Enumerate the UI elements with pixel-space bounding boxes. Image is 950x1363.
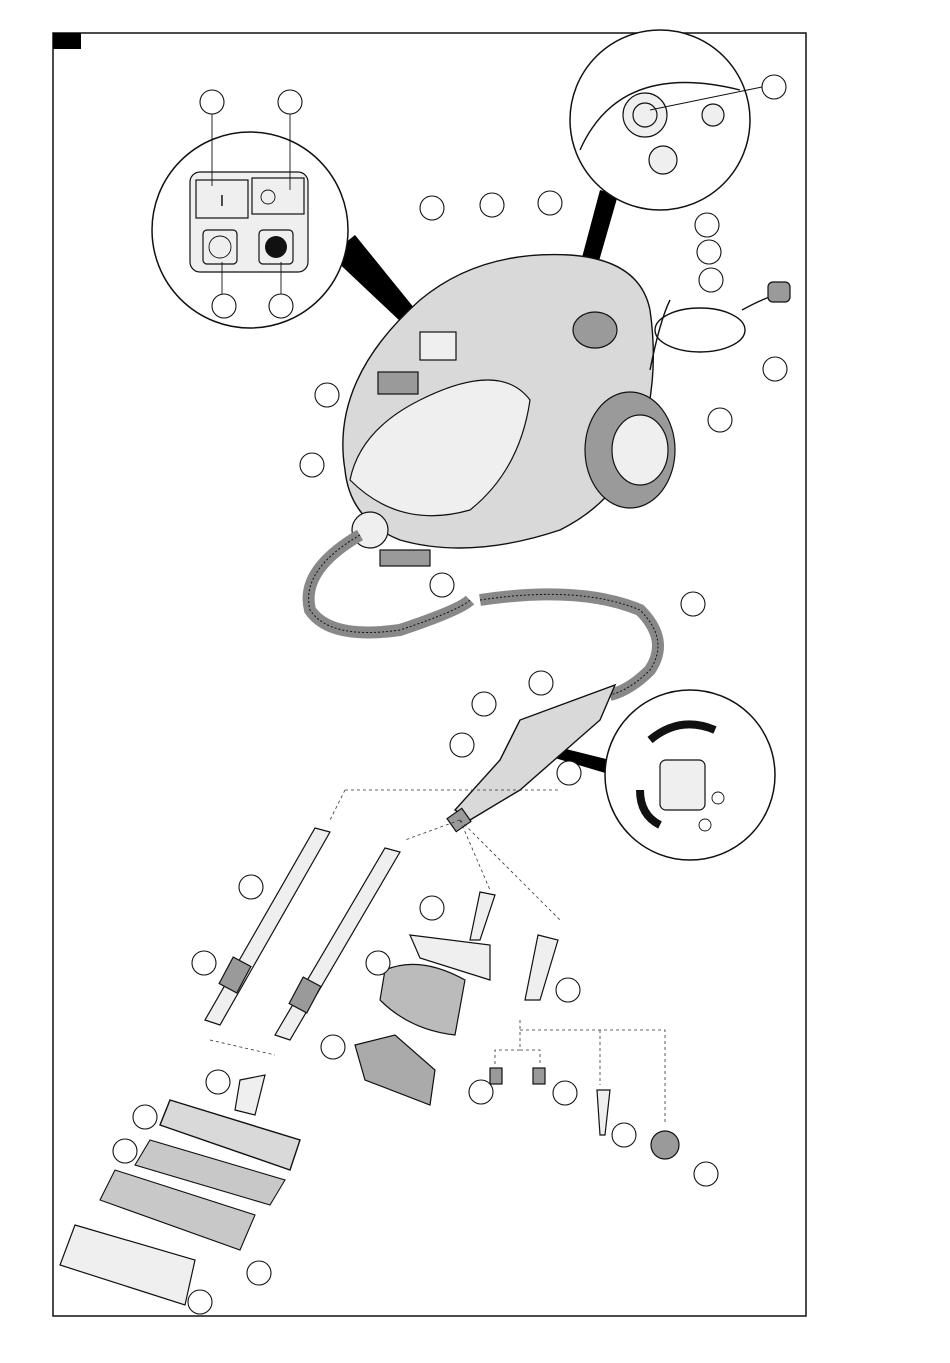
- heating-indicator-icon: [202, 229, 238, 265]
- control-panel-detail: I: [151, 114, 349, 329]
- power-cord: [654, 307, 746, 353]
- callout-circle: [268, 293, 294, 319]
- steam-trigger-lock: [659, 759, 706, 811]
- control-panel: [419, 331, 457, 361]
- callout-circle: [552, 1080, 578, 1106]
- callout-circle: [468, 1079, 494, 1105]
- arrow-down-icon: [636, 789, 662, 829]
- hand-nozzle-neck: [469, 891, 496, 941]
- tank-cap-detail: [569, 29, 763, 211]
- round-brush-small: [489, 1067, 503, 1085]
- extension-tube-2: [274, 847, 401, 1041]
- callout-circle: [696, 239, 722, 265]
- terry-cloth: [354, 1034, 436, 1106]
- callout-circle: [528, 670, 554, 696]
- callout-circle: [556, 760, 582, 786]
- power-plug: [767, 281, 791, 303]
- water-tank-cap: [572, 311, 618, 349]
- callout-circle: [680, 591, 706, 617]
- callout-circle: [693, 1161, 719, 1187]
- handle-switch-detail: [604, 689, 776, 861]
- arrow-up-icon: [647, 720, 717, 744]
- callout-circle: [555, 977, 581, 1003]
- hand-nozzle-cover: [379, 963, 466, 1036]
- callout-circle: [694, 212, 720, 238]
- switch-on-label: I: [220, 193, 224, 210]
- power-switch-on: [195, 179, 249, 219]
- round-brush-large: [650, 1130, 680, 1160]
- steam-cleaner-body: [342, 253, 791, 567]
- zoom-pointer-tank: [580, 190, 618, 275]
- extension-tube-1: [204, 827, 331, 1026]
- callout-circle: [365, 950, 391, 976]
- floor-nozzle: [159, 1099, 301, 1171]
- floor-nozzle-joint: [234, 1074, 266, 1116]
- callout-circle: [761, 74, 787, 100]
- steam-hose: [302, 529, 664, 701]
- figure-frame: [52, 32, 807, 1317]
- switch-off-label: [260, 189, 276, 205]
- callout-circle: [191, 950, 217, 976]
- callout-circle: [449, 732, 475, 758]
- callout-circle: [320, 1034, 346, 1060]
- power-switch-off: [251, 177, 305, 215]
- callout-circle: [471, 691, 497, 717]
- callout-circle: [479, 192, 505, 218]
- callout-circle: [199, 89, 225, 115]
- floor-cloth-1: [134, 1139, 286, 1206]
- callout-circle: [238, 874, 264, 900]
- callout-circle: [277, 89, 303, 115]
- callout-circle: [429, 572, 455, 598]
- point-jet-nozzle: [524, 934, 559, 1001]
- callout-circle: [187, 1289, 213, 1315]
- round-brush-small-2: [532, 1067, 546, 1085]
- callout-circle: [698, 267, 724, 293]
- figure-tab: [53, 33, 81, 49]
- assembly-guide-lines: [209, 789, 666, 1125]
- carpet-glider: [59, 1224, 196, 1306]
- callout-circle: [707, 407, 733, 433]
- floor-cloth-2: [99, 1169, 256, 1251]
- callout-circle: [205, 1069, 231, 1095]
- callout-circle: [211, 293, 237, 319]
- callout-circle: [112, 1138, 138, 1164]
- callout-circle: [537, 190, 563, 216]
- callout-circle: [246, 1260, 272, 1286]
- callout-markers: [112, 74, 788, 1315]
- callout-circle: [419, 895, 445, 921]
- callout-circle: [419, 195, 445, 221]
- callout-circle: [611, 1122, 637, 1148]
- power-nozzle: [596, 1089, 611, 1136]
- callout-circle: [132, 1104, 158, 1130]
- callout-circle: [762, 356, 788, 382]
- hand-nozzle: [409, 934, 491, 981]
- callout-circle: [314, 382, 340, 408]
- callout-circle: [299, 452, 325, 478]
